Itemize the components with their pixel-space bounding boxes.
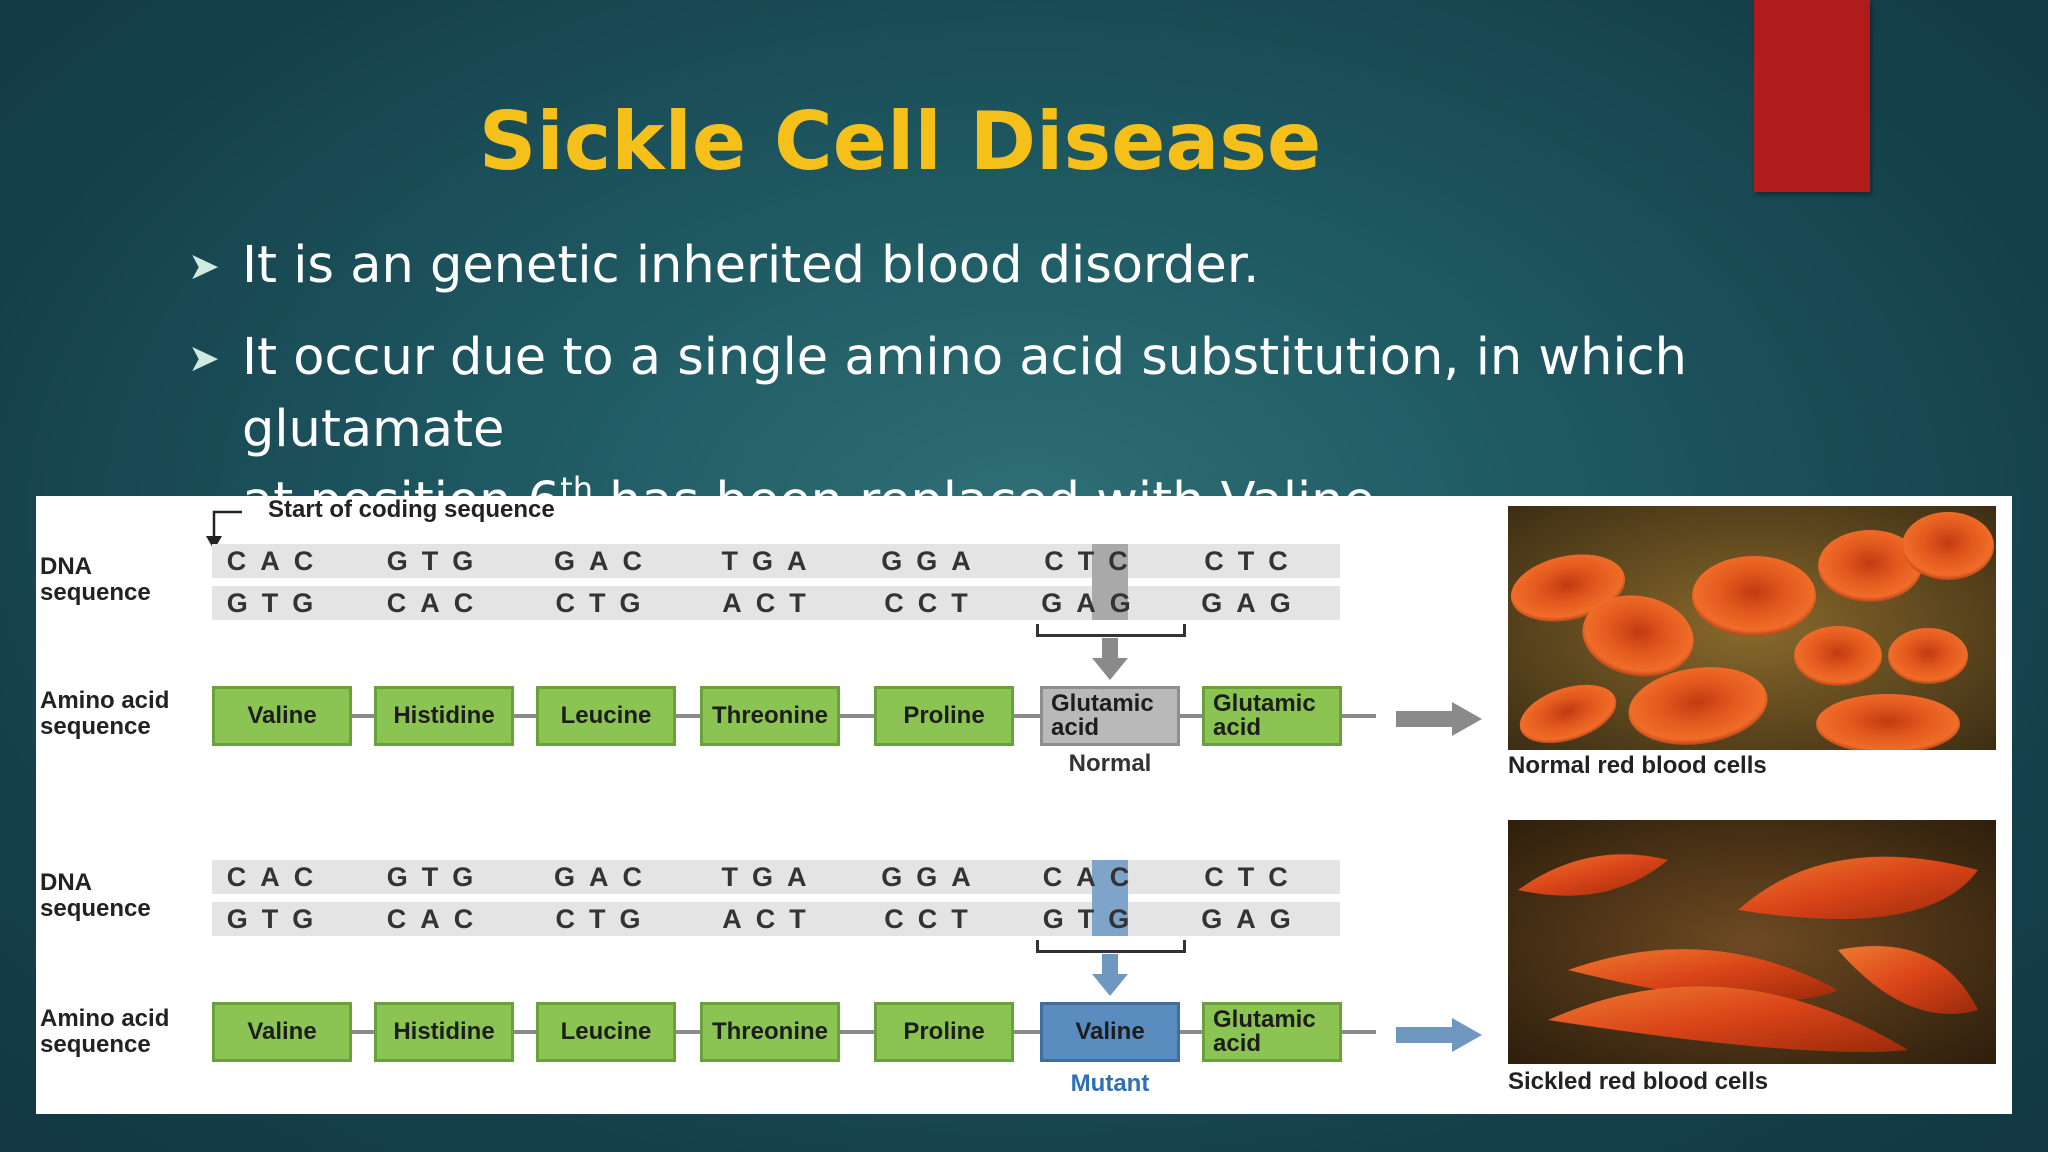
codon: CTC (1204, 862, 1302, 892)
chain-connector (1014, 714, 1040, 718)
amino-acid-box: Valine (212, 686, 352, 746)
amino-acid-box: Histidine (374, 1002, 514, 1062)
codon: CAC (386, 588, 488, 618)
chain-connector (514, 1030, 536, 1034)
codon-bracket (1036, 940, 1186, 953)
down-arrow-icon (1092, 954, 1128, 996)
codon: CAC (226, 862, 328, 892)
sickled-red-blood-cells-image (1508, 820, 1996, 1064)
slide-title: Sickle Cell Disease (478, 95, 1322, 188)
dna-row-bottom-mutant (212, 902, 1340, 936)
codon: GGA (881, 862, 985, 892)
chain-connector (676, 714, 700, 718)
normal-cells-caption: Normal red blood cells (1508, 752, 1767, 779)
amino-acid-box: Valine (1040, 1002, 1180, 1062)
dna-row-top-mutant (212, 860, 1340, 894)
dna-row-bottom-normal (212, 586, 1340, 620)
codon: GTG (386, 546, 488, 576)
mutant-tag: Mutant (1070, 1070, 1150, 1097)
codon: GAG (1041, 588, 1145, 618)
codon: CCT (884, 904, 982, 934)
bullet-2-line-1: It occur due to a single amino acid subs… (242, 328, 1687, 459)
normal-tag: Normal (1068, 750, 1152, 777)
sickled-cells-caption: Sickled red blood cells (1508, 1068, 1769, 1095)
codon: GTG (386, 862, 488, 892)
chain-connector (1342, 714, 1376, 718)
codon: CTG (555, 588, 655, 618)
bullet-arrow-icon: ➤ (188, 336, 220, 380)
accent-bar (1754, 0, 1870, 192)
amino-acid-box: Glutamic acid (1202, 686, 1342, 746)
normal-base-highlight (1092, 544, 1128, 620)
chain-connector (1342, 1030, 1376, 1034)
amino-acid-box: Histidine (374, 686, 514, 746)
bullet-1: ➤ It is an genetic inherited blood disor… (188, 230, 1260, 302)
codon: ACT (722, 588, 820, 618)
codon: CTC (1044, 546, 1142, 576)
amino-acid-box: Valine (212, 1002, 352, 1062)
amino-acid-box: Threonine (700, 1002, 840, 1062)
start-arrow-icon (206, 510, 242, 550)
codon: GTG (1042, 904, 1144, 934)
chain-connector (352, 714, 374, 718)
dna-row-top-normal (212, 544, 1340, 578)
mutant-base-highlight (1092, 860, 1128, 936)
bullet-1-text: It is an genetic inherited blood disorde… (242, 236, 1260, 295)
right-arrow-icon (1396, 1018, 1482, 1052)
chain-connector (840, 1030, 874, 1034)
chain-connector (1180, 714, 1202, 718)
chain-connector (1014, 1030, 1040, 1034)
amino-acid-box: Leucine (536, 1002, 676, 1062)
bullet-arrow-icon: ➤ (188, 244, 220, 288)
start-label: Start of coding sequence (268, 496, 555, 523)
amino-acid-box: Leucine (536, 686, 676, 746)
codon: GAG (1201, 904, 1305, 934)
amino-acid-box: Glutamic acid (1202, 1002, 1342, 1062)
codon: CAC (226, 546, 328, 576)
codon: GGA (881, 546, 985, 576)
chain-connector (840, 714, 874, 718)
codon: GAC (554, 862, 656, 892)
codon: CTG (555, 904, 655, 934)
codon: CAC (1042, 862, 1144, 892)
chain-connector (352, 1030, 374, 1034)
right-arrow-icon (1396, 702, 1482, 736)
chain-connector (676, 1030, 700, 1034)
amino-acid-box: Proline (874, 1002, 1014, 1062)
amino-acid-box: Threonine (700, 686, 840, 746)
codon: CAC (386, 904, 488, 934)
codon: CTC (1204, 546, 1302, 576)
normal-red-blood-cells-image (1508, 506, 1996, 750)
chain-connector (514, 714, 536, 718)
amino-acid-box: Glutamic acid (1040, 686, 1180, 746)
down-arrow-icon (1092, 638, 1128, 680)
codon: GAC (554, 546, 656, 576)
codon: TGA (721, 546, 821, 576)
codon: ACT (722, 904, 820, 934)
chain-connector (1180, 1030, 1202, 1034)
codon: TGA (721, 862, 821, 892)
codon: GTG (226, 588, 328, 618)
codon: CCT (884, 588, 982, 618)
amino-acid-box: Proline (874, 686, 1014, 746)
codon-bracket (1036, 624, 1186, 637)
codon: GTG (226, 904, 328, 934)
codon: GAG (1201, 588, 1305, 618)
